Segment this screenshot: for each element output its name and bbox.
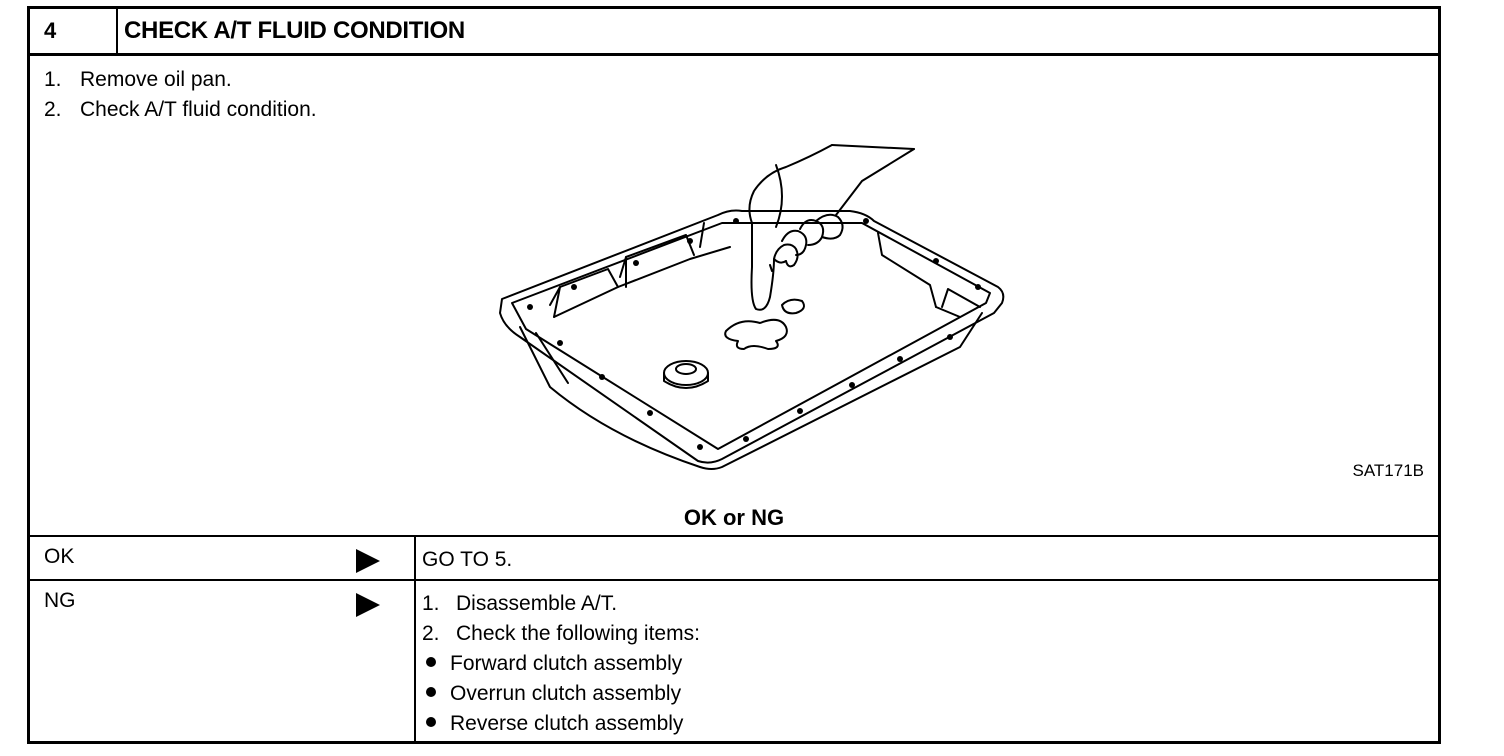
figure-code: SAT171B — [1352, 461, 1424, 480]
column-divider — [414, 581, 416, 741]
ng-check-item-text: Forward clutch assembly — [450, 652, 683, 675]
ng-check-item: Forward clutch assembly — [422, 649, 700, 679]
result-row-ng: NG 1. Disassemble A/T. 2. Check the follow… — [30, 581, 1438, 741]
bullet-icon — [426, 717, 436, 728]
bullet-icon — [426, 687, 436, 698]
column-divider — [414, 537, 416, 579]
result-row-ok: OK GO TO 5. — [30, 535, 1438, 581]
step-title: CHECK A/T FLUID CONDITION — [124, 17, 465, 44]
oil-pan-fluid-check-illustration — [499, 144, 1005, 470]
instruction-text: Remove oil pan. — [80, 68, 232, 91]
instruction-item: 1. Remove oil pan. — [44, 65, 317, 95]
ng-step-number: 1. — [422, 592, 440, 615]
ng-check-item-text: Overrun clutch assembly — [450, 682, 682, 705]
right-arrow-icon — [356, 549, 380, 573]
instruction-list: 1. Remove oil pan. 2. Check A/T fluid cond… — [44, 65, 317, 125]
instruction-text: Check A/T fluid condition. — [80, 98, 317, 121]
ng-step-text: Check the following items: — [456, 622, 700, 645]
ng-step: 1. Disassemble A/T. — [422, 589, 700, 619]
ng-check-item: Reverse clutch assembly — [422, 709, 700, 739]
ng-step-text: Disassemble A/T. — [456, 592, 618, 615]
step-number: 4 — [30, 9, 118, 53]
procedure-table: 4 CHECK A/T FLUID CONDITION 1. Remove oil… — [27, 6, 1441, 744]
instruction-item: 2. Check A/T fluid condition. — [44, 95, 317, 125]
step-header: 4 CHECK A/T FLUID CONDITION — [30, 9, 1438, 56]
ng-step: 2. Check the following items: — [422, 619, 700, 649]
result-label-ok: OK — [44, 545, 75, 568]
bullet-icon — [426, 657, 436, 668]
right-arrow-icon — [356, 593, 380, 617]
result-action-ng: 1. Disassemble A/T. 2. Check the following… — [422, 589, 700, 739]
ng-check-item: Overrun clutch assembly — [422, 679, 700, 709]
result-action-ok: GO TO 5. — [422, 548, 513, 571]
ng-check-item-text: Reverse clutch assembly — [450, 712, 684, 735]
instruction-number: 2. — [44, 98, 62, 121]
instruction-number: 1. — [44, 68, 62, 91]
result-label-ng: NG — [44, 589, 76, 612]
ng-step-number: 2. — [422, 622, 440, 645]
decision-label: OK or NG — [683, 505, 785, 530]
